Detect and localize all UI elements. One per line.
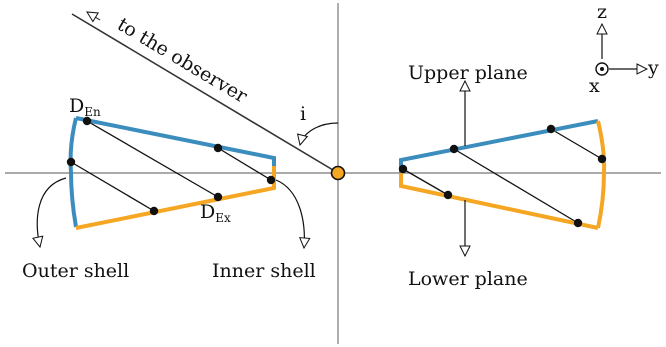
- point: [443, 190, 453, 200]
- d-ex-label: DEx: [200, 201, 231, 225]
- left-lower-plane: [75, 166, 276, 230]
- lower-plane-label: Lower plane: [408, 268, 528, 290]
- point: [449, 144, 459, 154]
- point-d-ex: [213, 192, 223, 202]
- central-source: [330, 165, 346, 181]
- outer-shell-arrow: [37, 177, 67, 247]
- x-axis-label: x: [589, 75, 600, 97]
- point: [546, 124, 556, 134]
- point: [66, 157, 76, 167]
- inclination-arc: [300, 122, 339, 145]
- connector-line: [550, 128, 603, 160]
- inclination-label: i: [300, 103, 306, 125]
- point: [573, 218, 583, 228]
- x-axis-dot: [600, 67, 604, 71]
- y-axis-label: y: [647, 57, 659, 79]
- connector-line: [453, 148, 579, 224]
- point-d-en: [82, 116, 92, 126]
- connector-line: [217, 147, 272, 181]
- point: [266, 175, 276, 185]
- observer-label: to the observer: [113, 13, 251, 108]
- point: [149, 206, 159, 216]
- connector-line: [402, 168, 449, 196]
- right-lower-plane: [399, 173, 599, 230]
- left-outer-shell-lower: [69, 171, 78, 228]
- connector-line: [70, 161, 155, 212]
- point: [597, 154, 607, 164]
- line-of-sight: [71, 13, 339, 174]
- inner-shell-label: Inner shell: [212, 260, 316, 282]
- point: [398, 164, 408, 174]
- z-axis-label: z: [597, 1, 607, 23]
- d-en-label: DEn: [69, 95, 101, 119]
- right-upper-plane: [399, 119, 599, 173]
- point: [213, 143, 223, 153]
- right-outer-shell: [596, 120, 607, 229]
- left-upper-plane: [75, 116, 276, 166]
- observer-arrow: [87, 12, 101, 20]
- outer-shell-label: Outer shell: [22, 260, 129, 282]
- left-outer-shell-upper: [68, 117, 78, 173]
- upper-plane-label: Upper plane: [408, 62, 528, 84]
- inner-shell-arrow: [275, 179, 304, 248]
- connector-line: [86, 120, 219, 198]
